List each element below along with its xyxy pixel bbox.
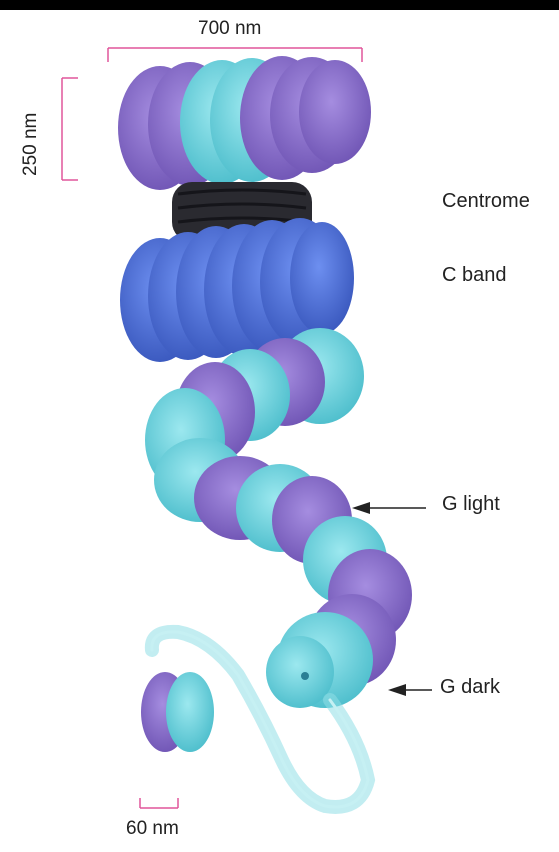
label-g-light: G light <box>442 493 500 516</box>
label-g-dark: G dark <box>440 676 500 699</box>
arrow-g-light <box>352 502 426 514</box>
arrow-g-dark <box>388 684 432 696</box>
scale-bar-250nm <box>62 78 78 180</box>
scale-label-fiber: 60 nm <box>126 818 179 840</box>
scale-bar-60nm <box>140 798 178 808</box>
nucleosome-disk <box>141 672 214 752</box>
scale-label-height: 250 nm <box>20 113 42 176</box>
label-centromere: Centrome <box>442 190 530 213</box>
upper-arm <box>118 56 371 190</box>
label-c-band: C band <box>442 264 507 287</box>
scale-label-width: 700 nm <box>198 18 261 40</box>
